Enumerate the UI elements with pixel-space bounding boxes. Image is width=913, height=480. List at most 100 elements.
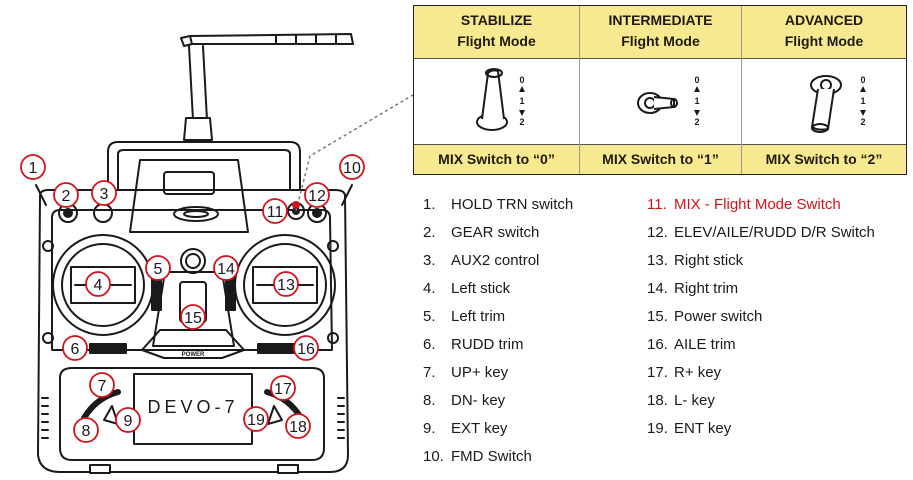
legend-number: 19. [647,420,668,437]
mode-switch-picture: 0 1 2 [742,59,906,144]
legend-number: 4. [423,280,436,297]
callout-4: 4 [85,271,111,297]
callout-number: 17 [274,381,292,398]
callout-number: 16 [297,341,315,358]
mode-switch-picture: 0 1 2 [580,59,741,144]
callout-number: 10 [343,160,361,177]
legend-number: 15. [647,308,668,325]
legend-item: 1. HOLD TRN switch [423,196,573,224]
callout-7: 7 [89,372,115,398]
callout-number: 4 [94,277,103,294]
callout-6: 6 [62,335,88,361]
legend-number: 9. [423,420,436,437]
legend-text: AUX2 control [451,252,540,269]
mode-subtitle: Flight Mode [784,33,864,49]
toggle-switch-icon: 0 1 2 [637,75,700,127]
callout-number: 11 [267,204,284,221]
callout-9: 9 [115,407,141,433]
callout-10: 10 [339,154,365,180]
callout-1: 1 [20,154,46,180]
legend-item: 6. RUDD trim [423,336,573,364]
legend-item: 15.Power switch [647,308,875,336]
mode-footer: MIX Switch to “0” [414,144,579,174]
callout-number: 3 [100,186,109,203]
callout-number: 7 [98,378,107,395]
callout-number: 15 [184,310,202,327]
screen-text: DEVO-7 [147,397,238,417]
callout-number: 1 [29,160,38,177]
mode-column-advanced: ADVANCED Flight Mode 0 1 2 MIX Switch to… [741,6,906,174]
antenna-icon [180,33,354,141]
legend-text: GEAR switch [451,224,540,241]
legend-item: 2. GEAR switch [423,224,573,252]
mode-title: INTERMEDIATE [608,12,713,28]
callout-number: 2 [62,188,71,205]
legend-item: 12.ELEV/AILE/RUDD D/R Switch [647,224,875,252]
scale-label-1: 1 [860,96,865,106]
legend-right: 11. MIX - Flight Mode Switch 12.ELEV/AILE/… [647,196,875,448]
legend-number: 18. [647,392,668,409]
mode-column-intermediate: INTERMEDIATE Flight Mode 0 1 2 MIX Switc… [579,6,741,174]
legend-text: Left trim [451,308,506,325]
mode-subtitle: Flight Mode [621,33,700,49]
legend-item: 16. AILE trim [647,336,875,364]
legend-number: 8. [423,392,436,409]
legend-text: AILE trim [674,336,736,353]
scale-label-0: 0 [519,75,524,85]
toggle-switch-icon: 0 1 2 [476,68,525,131]
legend-item: 19.ENT key [647,420,875,448]
mode-title: ADVANCED [784,12,864,28]
legend-text: FMD Switch [451,448,532,465]
legend-number: 14. [647,280,668,297]
legend-text: MIX - Flight Mode Switch [674,196,841,213]
callout-number: 19 [247,412,265,429]
legend-text: UP+ key [451,364,509,381]
toggle-switch-icon: 0 1 2 [810,75,866,133]
callout-8: 8 [73,417,99,443]
legend-number: 13. [647,252,668,269]
legend-item: 11. MIX - Flight Mode Switch [647,196,875,224]
legend-item: 8.DN- key [423,392,573,420]
legend-item: 4. Left stick [423,280,573,308]
callout-number: 18 [289,419,307,436]
legend-number: 2. [423,224,436,241]
power-label: POWER [182,352,205,358]
callout-5: 5 [145,255,171,281]
legend-number: 7. [423,364,436,381]
mode-switch-picture: 0 1 2 [414,59,579,144]
callout-number: 12 [308,188,326,205]
mode-header: INTERMEDIATE Flight Mode [580,6,741,59]
legend-text: Left stick [451,280,511,297]
legend-item: 17.R+ key [647,364,875,392]
callout-number: 13 [277,277,295,294]
legend-text: HOLD TRN switch [451,196,574,213]
legend-number: 16. [647,336,668,353]
callout-2: 2 [53,182,79,208]
callout-12: 12 [304,182,330,208]
legend-number: 6. [423,336,436,353]
scale-label-1: 1 [519,96,524,106]
callout-17: 17 [270,375,296,401]
flight-mode-table: STABILIZE Flight Mode 0 1 2 MIX Switch t… [413,5,907,175]
mode-footer: MIX Switch to “1” [580,144,741,174]
legend-number: 17. [647,364,668,381]
legend-number: 10. [423,448,444,465]
mode-column-stabilize: STABILIZE Flight Mode 0 1 2 MIX Switch t… [414,6,579,174]
legend-number: 1. [423,196,436,213]
mode-header: STABILIZE Flight Mode [414,6,579,59]
callout-number: 8 [82,423,91,440]
legend-text: EXT key [451,420,508,437]
scale-label-2: 2 [694,117,699,127]
legend-item: 5.Left trim [423,308,573,336]
legend-text: L- key [674,392,715,409]
mode-footer: MIX Switch to “2” [742,144,906,174]
scale-label-1: 1 [694,96,699,106]
callout-11: 11 [262,198,288,224]
legend-number: 11. [647,196,667,213]
legend-text: RUDD trim [451,336,524,353]
mode-subtitle: Flight Mode [457,33,536,49]
callout-14: 14 [213,255,239,281]
callout-number: 9 [124,413,133,430]
